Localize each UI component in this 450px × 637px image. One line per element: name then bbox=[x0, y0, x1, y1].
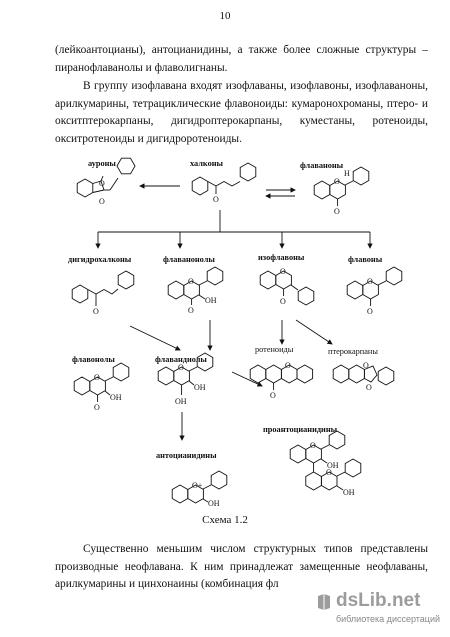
label-anthocyanidins: антоцианидины bbox=[156, 451, 217, 460]
label-flavones: флавоны bbox=[348, 255, 383, 264]
svg-text:OH: OH bbox=[208, 499, 220, 508]
aurone-structure bbox=[76, 153, 138, 198]
svg-text:H: H bbox=[344, 169, 350, 178]
paragraph-1: (лейкоантоцианы), антоцианидины, а также… bbox=[55, 44, 428, 74]
svg-text:O: O bbox=[270, 391, 276, 400]
label-aurones: ауроны bbox=[88, 159, 116, 168]
svg-text:O: O bbox=[285, 361, 291, 370]
anthocyanidin-structure bbox=[171, 470, 228, 504]
watermark-logo: dsLib.net bbox=[336, 590, 421, 611]
label-flavanones: флаваноны bbox=[300, 161, 344, 170]
svg-text:O: O bbox=[366, 383, 372, 392]
svg-text:O: O bbox=[213, 195, 219, 204]
svg-text:OH: OH bbox=[327, 461, 339, 470]
dihydrochalcone-structure bbox=[71, 270, 135, 306]
svg-text:O: O bbox=[326, 468, 332, 477]
flavanone-structure bbox=[313, 166, 370, 206]
svg-text:O: O bbox=[94, 403, 100, 412]
label-pterocarpans: птерокарпаны bbox=[328, 347, 378, 356]
book-icon bbox=[318, 594, 330, 610]
svg-text:O: O bbox=[93, 307, 99, 316]
svg-text:OH: OH bbox=[343, 488, 355, 497]
label-proanthocyanidins: проантоцианидины bbox=[263, 425, 338, 434]
svg-text:O+: O+ bbox=[192, 481, 203, 490]
svg-text:O: O bbox=[367, 277, 373, 286]
flavandiol-structure bbox=[157, 352, 214, 395]
svg-text:O: O bbox=[310, 441, 316, 450]
svg-text:O: O bbox=[99, 197, 105, 206]
atom-labels: O O O O H O O O O OH O O O O O O OH O OH… bbox=[93, 169, 373, 508]
label-rotenoids: ротеноиды bbox=[255, 345, 294, 354]
scheme-1-2: O O O O H O O O O OH O O O O O O OH O OH… bbox=[0, 150, 450, 510]
label-flavonols: флавонолы bbox=[72, 355, 115, 364]
paragraph-3: Существенно меньшим числом структурных т… bbox=[55, 543, 428, 591]
svg-text:O: O bbox=[99, 179, 105, 188]
scheme-drawing: O O O O H O O O O OH O O O O O O OH O OH… bbox=[68, 153, 403, 508]
svg-text:O: O bbox=[334, 177, 340, 186]
svg-text:O: O bbox=[178, 363, 184, 372]
svg-text:O: O bbox=[367, 307, 373, 316]
svg-text:OH: OH bbox=[194, 383, 206, 392]
pterocarpan-structure bbox=[332, 364, 395, 386]
paragraph-2: В группу изофлавана входят изофлаваны, и… bbox=[55, 80, 428, 145]
isoflavone-structure bbox=[259, 270, 315, 306]
svg-text:O: O bbox=[334, 207, 340, 216]
flavonol-structure bbox=[73, 362, 130, 402]
label-flavandiols: флавандиолы bbox=[155, 355, 207, 364]
label-dihydrochalcones: дигидрохалконы bbox=[68, 255, 132, 264]
svg-text:OH: OH bbox=[110, 393, 122, 402]
svg-text:O: O bbox=[280, 267, 286, 276]
compound-labels: ауроны халконы флаваноны дигидрохалконы … bbox=[68, 159, 383, 460]
label-chalcones: халконы bbox=[190, 159, 224, 168]
svg-text:O: O bbox=[280, 297, 286, 306]
label-isoflavones: изофлавоны bbox=[258, 253, 305, 262]
svg-text:O: O bbox=[363, 361, 369, 370]
svg-text:O: O bbox=[94, 373, 100, 382]
svg-text:OH: OH bbox=[205, 296, 217, 305]
proanthocyanidin-structure bbox=[289, 430, 362, 491]
svg-text:OH: OH bbox=[175, 397, 187, 406]
flavone-structure bbox=[346, 266, 403, 306]
svg-text:O: O bbox=[188, 277, 194, 286]
label-flavanonols: флаванонолы bbox=[163, 255, 215, 264]
page-number: 10 bbox=[219, 10, 231, 22]
watermark[interactable]: dsLib.net библиотека диссертаций bbox=[318, 590, 450, 636]
flavanonol-structure bbox=[167, 266, 224, 305]
watermark-tagline: библиотека диссертаций bbox=[336, 614, 441, 624]
scheme-caption: Схема 1.2 bbox=[202, 514, 248, 526]
rotenoid-structure bbox=[249, 364, 314, 390]
svg-text:O: O bbox=[188, 306, 194, 315]
chalcone-structure bbox=[191, 162, 257, 196]
